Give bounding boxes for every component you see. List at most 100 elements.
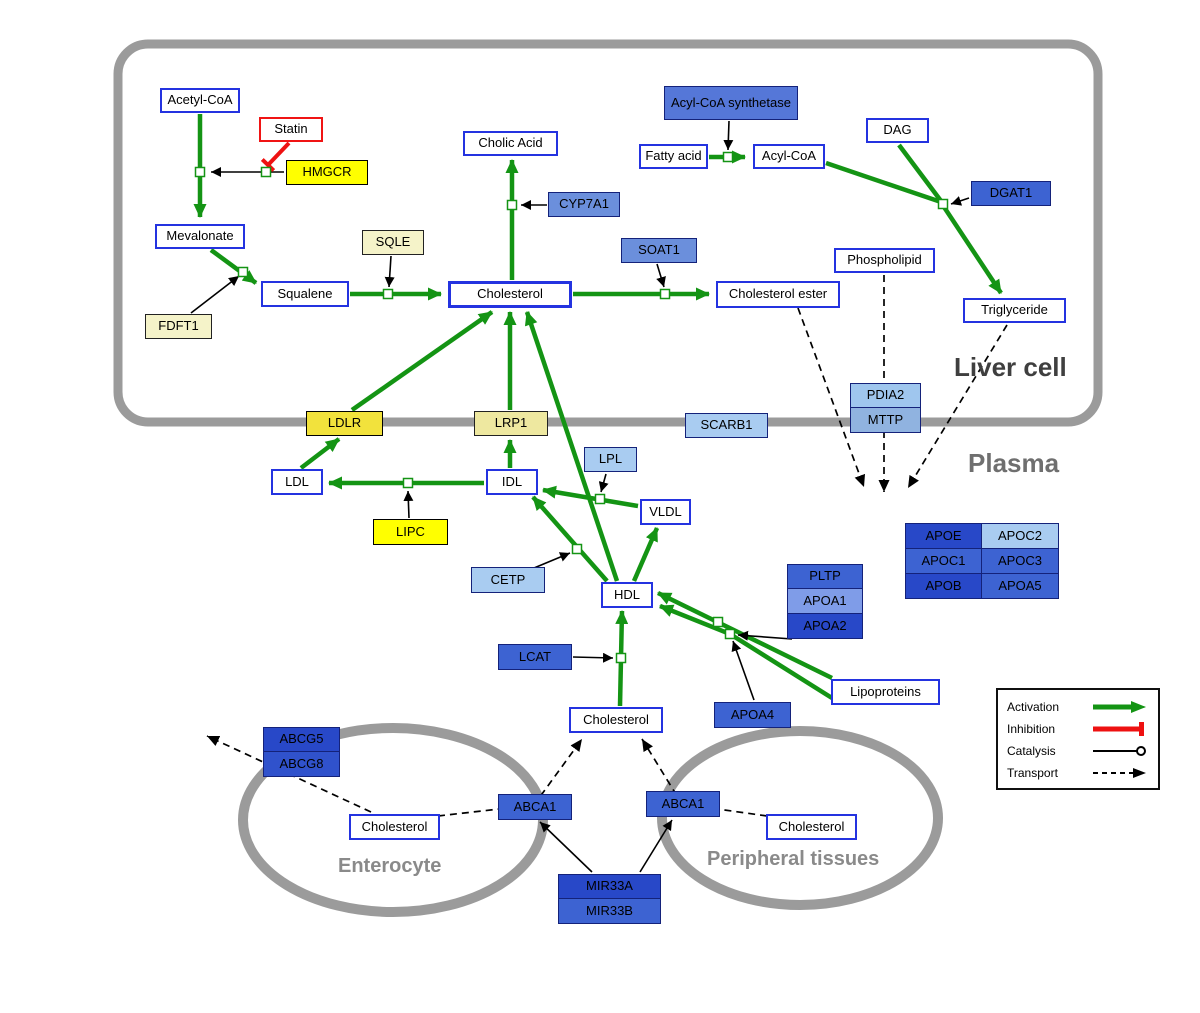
ldlr-node[interactable]: LDLR: [306, 411, 383, 436]
idl-node[interactable]: IDL: [486, 469, 538, 495]
cholic-acid-node[interactable]: Cholic Acid: [463, 131, 558, 156]
mevalonate-node[interactable]: Mevalonate: [155, 224, 245, 249]
fdft1-node[interactable]: FDFT1: [145, 314, 212, 339]
apoa5-node[interactable]: APOA5: [981, 573, 1059, 599]
apoc1-node-label: APOC1: [921, 552, 966, 568]
apoc2-node[interactable]: APOC2: [981, 523, 1059, 549]
peripheral-tissues-label: Peripheral tissues: [707, 848, 880, 870]
pdia2-node-label: PDIA2: [866, 387, 905, 403]
mir33b-node[interactable]: MIR33B: [558, 898, 661, 924]
sqle-node[interactable]: SQLE: [362, 230, 424, 255]
pdia2-node[interactable]: PDIA2: [850, 383, 921, 408]
cyp7a1-node[interactable]: CYP7A1: [548, 192, 620, 217]
soat1-node[interactable]: SOAT1: [621, 238, 697, 263]
apoc1-node[interactable]: APOC1: [905, 548, 982, 574]
inhibition-tbar-icon: [1093, 722, 1144, 736]
cholesterol-peripheral-node[interactable]: Cholesterol: [766, 814, 857, 840]
acetyl-coa-node[interactable]: Acetyl-CoA: [160, 88, 240, 113]
edge-cetp-catalysis: [533, 552, 571, 569]
acyl-coa-node[interactable]: Acyl-CoA: [753, 144, 825, 169]
lipoproteins-node[interactable]: Lipoproteins: [831, 679, 940, 705]
hdl-node[interactable]: HDL: [601, 582, 653, 608]
edge-soat1-catalysis: [656, 263, 666, 288]
cholesterol-peripheral-node-label: Cholesterol: [778, 818, 845, 834]
hmgcr-node[interactable]: HMGCR: [286, 160, 368, 185]
acyl-coa-synthetase-node-label: Acyl-CoA synthetase: [671, 94, 791, 110]
dgat1-node[interactable]: DGAT1: [971, 181, 1051, 206]
cholesterol-liver-node[interactable]: Cholesterol: [448, 281, 572, 308]
sqle-node-label: SQLE: [375, 234, 411, 250]
abca1-peripheral-node-label: ABCA1: [661, 795, 705, 811]
liver-cell-membrane: [113, 39, 1103, 427]
ldl-node[interactable]: LDL: [271, 469, 323, 495]
vldl-node[interactable]: VLDL: [640, 499, 691, 525]
squalene-node[interactable]: Squalene: [261, 281, 349, 307]
edge-statin-inhibition: [260, 141, 291, 172]
apoc3-node[interactable]: APOC3: [981, 548, 1059, 574]
lpl-node-label: LPL: [598, 451, 623, 467]
apoa4-node[interactable]: APOA4: [714, 702, 791, 728]
apoa4-node-label: APOA4: [730, 706, 775, 722]
apoc3-node-label: APOC3: [997, 552, 1043, 568]
lcat-node-label: LCAT: [518, 648, 552, 664]
edge-mir33-to-abca1-enterocyte: [539, 821, 593, 873]
cholic-acid-node-label: Cholic Acid: [478, 135, 543, 151]
cholesterol-plasma-node[interactable]: Cholesterol: [569, 707, 663, 733]
reaction-anchor: [659, 288, 671, 300]
abcg8-node[interactable]: ABCG8: [263, 751, 340, 777]
reaction-anchor: [382, 288, 394, 300]
legend-row-transport: Transport: [1007, 763, 1149, 783]
cholesterol-ester-node[interactable]: Cholesterol ester: [716, 281, 840, 308]
apoa1-node[interactable]: APOA1: [787, 588, 863, 614]
edge-lcat-catalysis: [572, 652, 614, 663]
lipc-node[interactable]: LIPC: [373, 519, 448, 545]
dag-node[interactable]: DAG: [866, 118, 929, 143]
statin-node[interactable]: Statin: [259, 117, 323, 142]
cholesterol-plasma-node-label: Cholesterol: [583, 711, 649, 727]
ldlr-node-label: LDLR: [327, 415, 362, 431]
mttp-node-label: MTTP: [867, 411, 904, 427]
fatty-acid-node[interactable]: Fatty acid: [639, 144, 708, 169]
mir33a-node[interactable]: MIR33A: [558, 874, 661, 899]
legend-activation-label: Activation: [1007, 700, 1060, 714]
abca1-peripheral-node[interactable]: ABCA1: [646, 791, 720, 817]
dag-node-label: DAG: [883, 122, 912, 138]
edge-ldlr-to-cholesterol: [350, 310, 494, 412]
reaction-anchor: [571, 543, 583, 555]
catalysis-circle-icon: [1093, 746, 1146, 756]
cholesterol-enterocyte-node[interactable]: Cholesterol: [349, 814, 440, 840]
apob-node[interactable]: APOB: [905, 573, 982, 599]
idl-node-label: IDL: [501, 473, 523, 489]
edge-acyl-coa-to-junction: [825, 160, 942, 205]
acyl-coa-synthetase-node[interactable]: Acyl-CoA synthetase: [664, 86, 798, 120]
legend-row-inhibition: Inhibition: [1007, 719, 1149, 739]
lpl-node[interactable]: LPL: [584, 447, 637, 472]
abcg5-node[interactable]: ABCG5: [263, 727, 340, 752]
phospholipid-node[interactable]: Phospholipid: [834, 248, 935, 273]
cyp7a1-node-label: CYP7A1: [559, 196, 609, 212]
mttp-node[interactable]: MTTP: [850, 407, 921, 433]
edge-hdl-to-cholesterol: [524, 311, 620, 582]
apoa2-node[interactable]: APOA2: [787, 613, 863, 639]
lipoproteins-node-label: Lipoproteins: [850, 683, 921, 699]
pltp-node[interactable]: PLTP: [787, 564, 863, 589]
apoe-node[interactable]: APOE: [905, 523, 982, 549]
lcat-node[interactable]: LCAT: [498, 644, 572, 670]
plasma-label: Plasma: [968, 448, 1060, 478]
legend-row-catalysis: Catalysis: [1007, 741, 1149, 761]
legend-row-activation: Activation: [1007, 697, 1149, 717]
abca1-enterocyte-node[interactable]: ABCA1: [498, 794, 572, 820]
lrp1-node[interactable]: LRP1: [474, 411, 548, 436]
legend-inhibition-label: Inhibition: [1007, 722, 1056, 736]
triglyceride-node[interactable]: Triglyceride: [963, 298, 1066, 323]
scarb1-node[interactable]: SCARB1: [685, 413, 768, 438]
cetp-node[interactable]: CETP: [471, 567, 545, 593]
legend: Activation Inhibition Catalysis Transpor…: [996, 688, 1160, 790]
dgat1-node-label: DGAT1: [989, 185, 1033, 201]
lrp1-node-label: LRP1: [494, 415, 528, 431]
apob-node-label: APOB: [925, 577, 962, 593]
edge-ldl-to-ldlr: [299, 437, 341, 470]
